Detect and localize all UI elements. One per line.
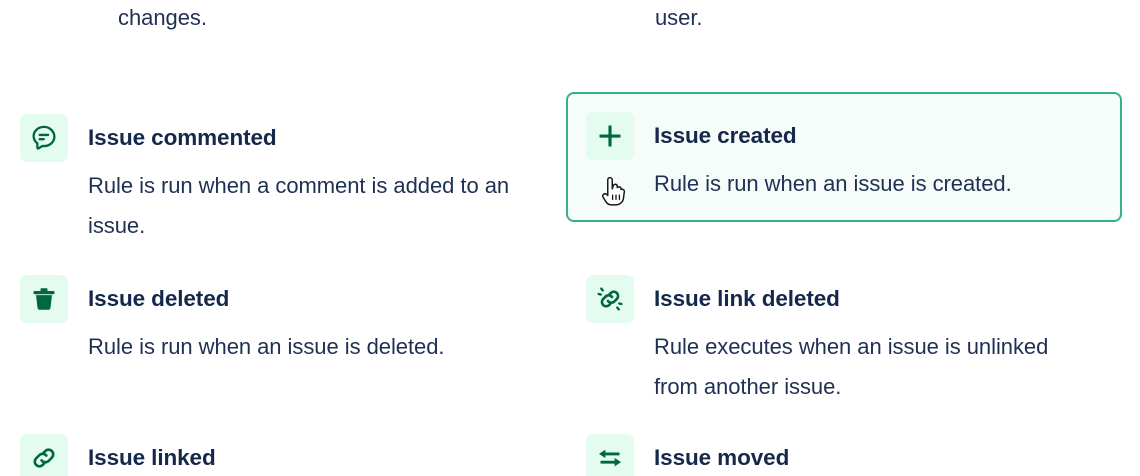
trigger-title: Issue created: [654, 123, 797, 148]
trigger-item-issue-commented[interactable]: Issue commented Rule is run when a comme…: [0, 94, 556, 264]
plus-icon: [586, 112, 634, 160]
trigger-title: Issue commented: [88, 125, 277, 150]
partial-trigger-description-right: Rule is run when an issue is assigned to…: [655, 5, 703, 30]
trigger-description: Rule is run when a comment is added to a…: [88, 173, 510, 238]
partial-trigger-description-left: Rule is run when an issue's field value …: [118, 5, 207, 30]
comment-icon: [20, 114, 68, 162]
trigger-item-issue-created[interactable]: Issue created Rule is run when an issue …: [566, 92, 1122, 222]
trigger-title: Issue deleted: [88, 286, 230, 311]
trigger-title: Issue linked: [88, 445, 216, 470]
broken-link-icon: [586, 275, 634, 323]
trigger-item-issue-linked[interactable]: Issue linked: [0, 414, 556, 476]
trigger-description: Rule executes when an issue is unlinked …: [654, 334, 1049, 399]
trigger-description: Rule is run when an issue is created.: [654, 171, 1012, 196]
trigger-column-left: Rule is run when an issue's field value …: [0, 0, 560, 476]
trigger-column-right: Rule is run when an issue is assigned to…: [548, 0, 1122, 476]
trigger-description: Rule is run when an issue is deleted.: [88, 334, 445, 359]
trigger-item-issue-moved[interactable]: Issue moved: [566, 414, 1122, 476]
trigger-item-issue-deleted[interactable]: Issue deleted Rule is run when an issue …: [0, 255, 556, 385]
move-arrows-icon: [586, 434, 634, 476]
trigger-title: Issue moved: [654, 445, 790, 470]
trigger-title: Issue link deleted: [654, 286, 840, 311]
trigger-item-issue-link-deleted[interactable]: Issue link deleted Rule executes when an…: [566, 255, 1122, 425]
trash-icon: [20, 275, 68, 323]
link-icon: [20, 434, 68, 476]
